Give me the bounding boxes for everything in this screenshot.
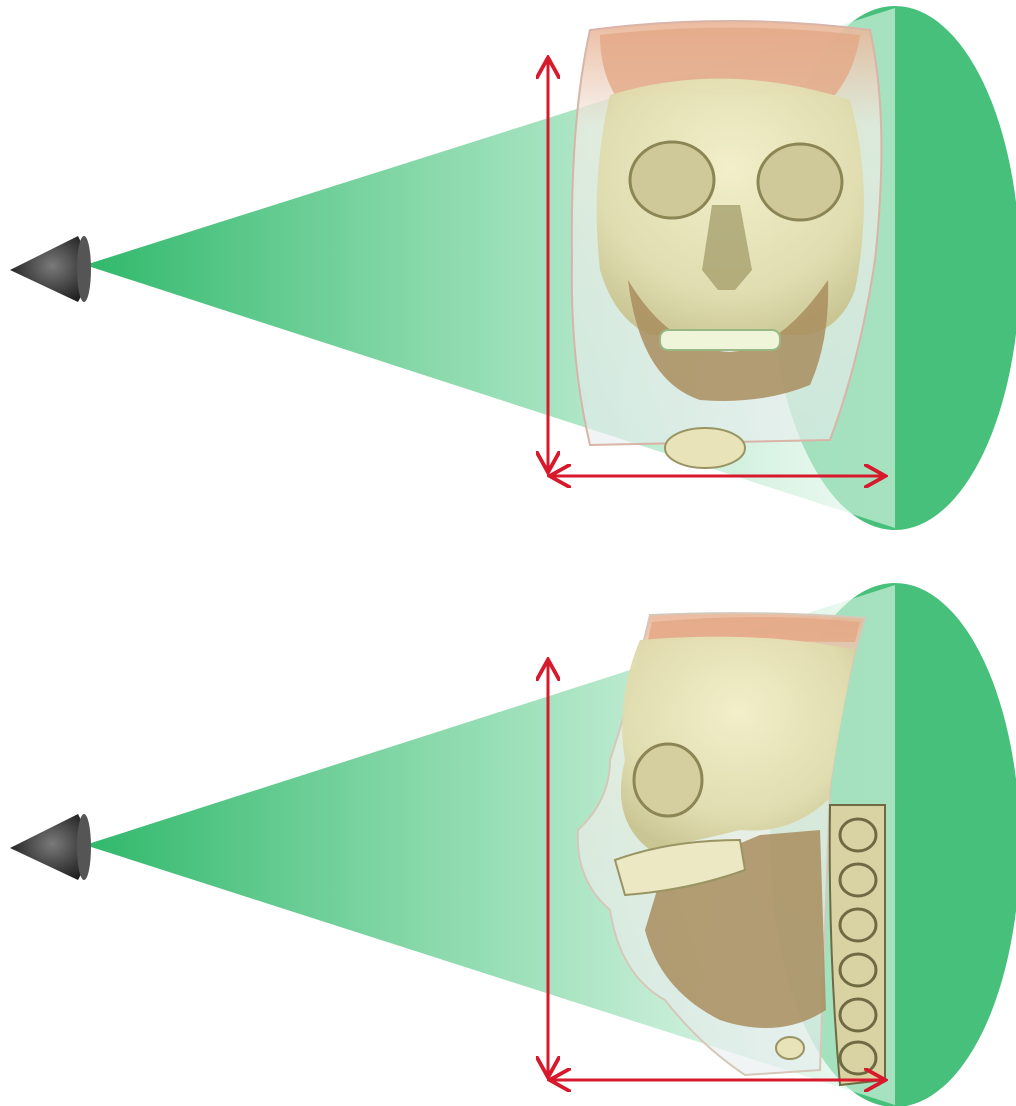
lateral-panel	[10, 583, 1016, 1106]
frontal-vertebra	[665, 428, 745, 468]
cone-source-icon	[10, 236, 91, 302]
lateral-orbit	[634, 744, 702, 816]
frontal-left-orbit	[630, 142, 714, 218]
frontal-teeth	[660, 330, 780, 350]
lateral-hyoid	[776, 1037, 804, 1059]
frontal-panel	[10, 6, 1016, 530]
cone-source-icon	[10, 814, 91, 880]
frontal-right-orbit	[758, 144, 842, 220]
